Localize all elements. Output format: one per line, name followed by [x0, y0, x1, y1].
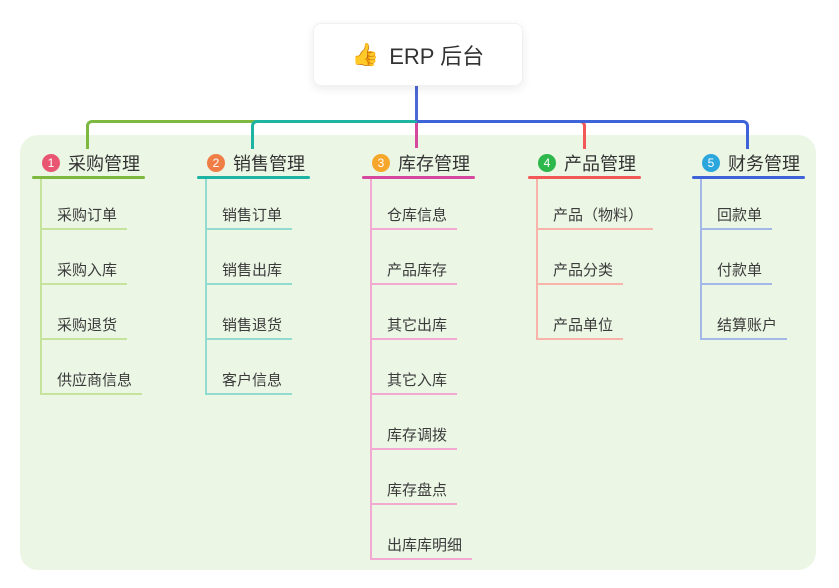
- branch-item[interactable]: 产品（物料）: [536, 203, 654, 230]
- branch-item[interactable]: 库存盘点: [370, 478, 458, 505]
- branch-header-5[interactable]: 5 财务管理: [692, 150, 800, 176]
- branch-item[interactable]: 出库库明细: [370, 533, 473, 560]
- branch-item[interactable]: 仓库信息: [370, 203, 458, 230]
- branch-header-4[interactable]: 4 产品管理: [528, 150, 636, 176]
- branch-item[interactable]: 其它出库: [370, 313, 458, 340]
- branch-badge: 2: [207, 154, 225, 172]
- branch-title: 销售管理: [233, 154, 305, 174]
- branch-title: 财务管理: [728, 154, 800, 174]
- branch-header-3[interactable]: 3 库存管理: [362, 150, 470, 176]
- branch-title: 产品管理: [564, 154, 636, 174]
- branch-badge: 5: [702, 154, 720, 172]
- branch-item[interactable]: 采购入库: [40, 258, 128, 285]
- branch-connector-spine: [536, 179, 538, 340]
- connector-branch-5: [417, 120, 749, 149]
- branch-item[interactable]: 采购订单: [40, 203, 128, 230]
- branch-underline: [362, 176, 475, 179]
- branch-connector-spine: [40, 179, 42, 395]
- branch-item[interactable]: 供应商信息: [40, 368, 143, 395]
- branch-connector-spine: [205, 179, 207, 395]
- branch-item[interactable]: 采购退货: [40, 313, 128, 340]
- branch-connector-spine: [700, 179, 702, 340]
- connector-branch-3: [415, 123, 418, 148]
- branch-item[interactable]: 销售订单: [205, 203, 293, 230]
- branch-item[interactable]: 产品库存: [370, 258, 458, 285]
- branch-title: 采购管理: [68, 154, 140, 174]
- branch-item[interactable]: 库存调拨: [370, 423, 458, 450]
- branch-header-2[interactable]: 2 销售管理: [197, 150, 305, 176]
- branch-item[interactable]: 销售退货: [205, 313, 293, 340]
- branch-item[interactable]: 产品单位: [536, 313, 624, 340]
- branch-underline: [197, 176, 310, 179]
- root-connector: [415, 84, 418, 121]
- branch-underline: [528, 176, 641, 179]
- branch-item[interactable]: 销售出库: [205, 258, 293, 285]
- branch-item[interactable]: 结算账户: [700, 313, 788, 340]
- branch-item[interactable]: 其它入库: [370, 368, 458, 395]
- branch-badge: 1: [42, 154, 60, 172]
- branch-item[interactable]: 付款单: [700, 258, 773, 285]
- branch-badge: 3: [372, 154, 390, 172]
- branch-item[interactable]: 回款单: [700, 203, 773, 230]
- branch-header-1[interactable]: 1 采购管理: [32, 150, 140, 176]
- branch-item[interactable]: 产品分类: [536, 258, 624, 285]
- branch-underline: [692, 176, 805, 179]
- thumbs-up-icon: 👍: [351, 41, 380, 67]
- branch-item[interactable]: 客户信息: [205, 368, 293, 395]
- root-node[interactable]: 👍 ERP 后台: [313, 23, 523, 86]
- branches-panel: [20, 135, 816, 570]
- branch-badge: 4: [538, 154, 556, 172]
- branch-title: 库存管理: [398, 154, 470, 174]
- branch-underline: [32, 176, 145, 179]
- branch-connector-spine: [370, 179, 372, 560]
- root-title: ERP 后台: [389, 43, 485, 69]
- connector-branch-2: [251, 120, 417, 149]
